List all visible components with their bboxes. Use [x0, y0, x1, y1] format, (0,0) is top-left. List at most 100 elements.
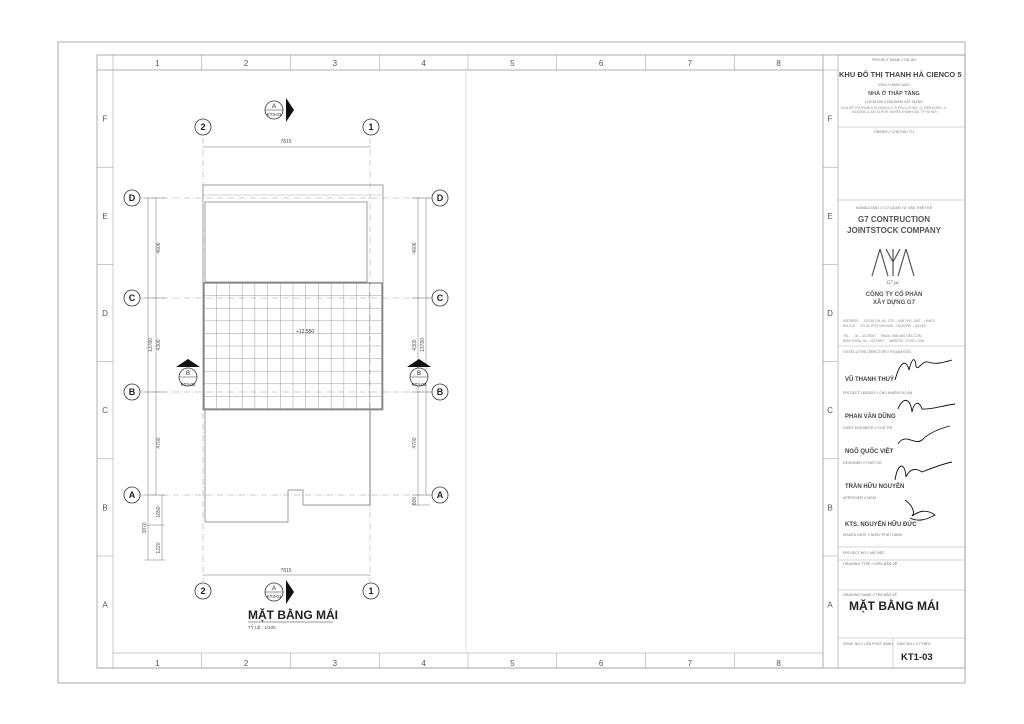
svg-text:A: A — [129, 490, 136, 500]
axis-bubble-2-top: 2 — [194, 118, 212, 136]
svg-text:KT3-02: KT3-02 — [412, 382, 427, 387]
role-label-4: DESIGNER // THIẾT KẾ — [843, 461, 882, 465]
dim-right-2: 4300 — [412, 339, 418, 350]
column-label: 8 — [776, 659, 781, 668]
item-name: NHÀ Ở THẤP TẦNG — [868, 91, 920, 97]
consultant-label: KONSULTANT // CƠ QUAN TƯ VẤN THIẾT KẾ — [855, 206, 933, 210]
company-tel-vn: ĐIỆN THOẠI: 04 – 22175067 WEBSITE: G7JSC… — [843, 339, 924, 343]
row-label: F — [828, 115, 833, 124]
plan-title: MẶT BẰNG MÁI — [248, 607, 338, 622]
svg-text:B: B — [417, 371, 421, 377]
svg-text:C: C — [129, 293, 136, 303]
dim-bottom: 7815 — [280, 568, 291, 574]
signatures — [894, 359, 956, 521]
roof-slab-upper — [204, 201, 368, 283]
location-label: LOCATION // ĐỊA ĐIỂM XÂY DỰNG — [864, 100, 924, 104]
column-label: 2 — [244, 59, 249, 68]
drawing-name: MẶT BẰNG MÁI — [849, 599, 939, 613]
item-label: ITEM // HẠNG MỤC — [877, 83, 911, 87]
company-address-vn: ĐỊA CHỈ: SỐ 44, PHỐ VẠN ANH – HÀ ĐÔNG – … — [843, 324, 926, 328]
roof-eave-top — [202, 184, 384, 196]
plan-scale: TỶ LỆ : 1/100 — [248, 623, 276, 630]
roof-slab-lower — [204, 410, 371, 523]
column-label: 5 — [510, 659, 515, 668]
axis-bubble-C-right: C — [431, 289, 449, 307]
drawing-no-label: DWG NO // KÝ HIỆU — [897, 642, 931, 646]
drawing-type-label: DRAWING TYPE // KIỂU BẢN VẼ — [843, 562, 898, 566]
role-label-3: CHIEF ENGINEER // CHỦ TRÌ — [843, 426, 893, 430]
role-label-2: PROJECT LEADER // CHỦ NHIỆM DỰ ÁN — [843, 391, 913, 395]
column-label: 8 — [776, 59, 781, 68]
axis-bubble-1-bottom: 1 — [362, 582, 380, 600]
row-label: B — [102, 503, 107, 512]
section-marker-a-top: A KT3-01 — [264, 98, 294, 122]
role-label-5: APPROVER // KIỂM — [843, 496, 876, 500]
svg-text:KT3-01: KT3-01 — [267, 594, 282, 599]
project-label: PROJECT NAME // DỰ ÁN — [872, 58, 916, 62]
column-label: 7 — [688, 59, 693, 68]
company-name-en-2: JOINTSTOCK COMPANY — [847, 226, 941, 235]
svg-text:1: 1 — [368, 586, 373, 596]
axis-bubble-B-right: B — [431, 383, 449, 401]
column-label: 3 — [333, 59, 338, 68]
axis-bubble-B-left: B — [123, 383, 141, 401]
issued-date-label: ISSUED DATE // NGÀY PHÁT HÀNH — [843, 533, 903, 537]
column-label: 4 — [421, 59, 426, 68]
svg-text:C: C — [437, 293, 444, 303]
section-marker-b-right: B KT3-02 — [407, 359, 431, 387]
dim-left-4: 1650 — [156, 506, 162, 517]
column-label: 4 — [421, 659, 426, 668]
column-label: 1 — [155, 59, 160, 68]
drawing-area — [112, 69, 824, 654]
row-label: A — [827, 601, 833, 610]
owner-label: OWNER // CHỦ ĐẦU TƯ — [873, 130, 915, 134]
role-name-1: VŨ THANH THUỶ — [845, 377, 894, 383]
svg-text:2: 2 — [200, 586, 205, 596]
axis-bubble-C-left: C — [123, 289, 141, 307]
dim-right-4: 800 — [412, 497, 418, 506]
company-tel: TEL: 04 – 22175067 EMAIL: MAIL@G7JSC.COM — [843, 334, 922, 338]
row-label: D — [827, 309, 833, 318]
role-name-4: TRẦN HỮU NGUYÊN — [845, 484, 905, 490]
dim-left-5: 1220 — [156, 542, 162, 553]
dim-left-total: 13780 — [148, 338, 154, 352]
row-label: D — [102, 309, 108, 318]
axis-bubble-2-bottom: 2 — [194, 582, 212, 600]
roof-outline — [202, 184, 384, 411]
svg-text:A: A — [437, 490, 444, 500]
row-label: C — [102, 406, 108, 415]
role-name-3: NGÔ QUỐC VIỆT — [845, 449, 894, 455]
role-name-5: KTS. NGUYỄN HỮU ĐỨC — [845, 522, 917, 528]
axis-bubble-A-left: A — [123, 486, 141, 504]
svg-text:KT3-02: KT3-02 — [181, 382, 196, 387]
dim-left-bottom: 3870 — [142, 522, 148, 533]
role-name-2: PHAN VĂN DŨNG — [845, 414, 896, 420]
location-text: KHU ĐÔ THỊ THANH HÀ CIENCO 5, P. PHÚ LƯƠ… — [841, 106, 947, 115]
svg-text:A: A — [272, 586, 276, 592]
dim-left-1: 4606 — [156, 242, 162, 253]
svg-text:G7 jsc: G7 jsc — [887, 281, 901, 286]
axis-bubble-D-left: D — [123, 189, 141, 207]
svg-text:D: D — [129, 193, 136, 203]
svg-text:A: A — [272, 104, 276, 110]
svg-text:D: D — [437, 193, 444, 203]
dim-top: 7815 — [280, 139, 291, 145]
column-label: 3 — [333, 659, 338, 668]
drawing-name-label: DRAWING NAME // TÊN BẢN VẼ — [843, 593, 897, 597]
role-label-1: V.EXECUTIVE DIRECTOR // P.GIÁM ĐỐC — [843, 350, 912, 354]
svg-text:B: B — [437, 387, 444, 397]
company-name-vn-1: CÔNG TY CỔ PHẦN — [865, 292, 923, 298]
dim-right-1: 4606 — [412, 242, 418, 253]
dim-left-2: 4300 — [156, 339, 162, 350]
dimension-lines — [145, 146, 430, 576]
row-label: F — [103, 115, 108, 124]
column-label: 6 — [599, 59, 604, 68]
row-label: E — [102, 212, 107, 221]
axis-bubble-1-top: 1 — [362, 118, 380, 136]
svg-text:B: B — [186, 371, 190, 377]
column-label: 1 — [155, 659, 160, 668]
